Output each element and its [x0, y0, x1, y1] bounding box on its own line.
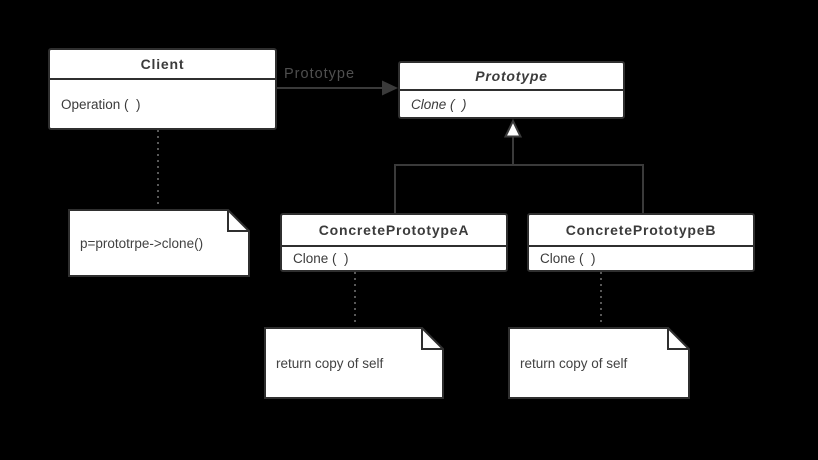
- note-text: p=prototrpe->clone(): [80, 235, 204, 251]
- note-fold-icon: [667, 327, 690, 350]
- note-outline: [508, 327, 690, 399]
- note-return-b: return copy of self: [508, 327, 690, 399]
- class-prototype: Prototype Clone ( ): [398, 61, 625, 119]
- note-outline: [68, 209, 250, 277]
- class-client: Client Operation ( ): [48, 48, 277, 130]
- note-text: return copy of self: [520, 355, 628, 371]
- note-outline: [264, 327, 444, 399]
- note-client: p=prototrpe->clone(): [68, 209, 250, 277]
- class-title: ConcretePrototypeB: [529, 215, 753, 247]
- note-shape: [508, 327, 690, 399]
- class-method: Operation ( ): [61, 96, 141, 112]
- class-concrete-prototype-a: ConcretePrototypeA Clone ( ): [280, 213, 508, 272]
- class-title: Client: [50, 50, 275, 80]
- note-fold-icon: [421, 327, 444, 350]
- note-shape: [264, 327, 444, 399]
- note-fold-icon: [227, 209, 250, 232]
- class-title: ConcretePrototypeA: [282, 215, 506, 247]
- class-method: Clone ( ): [293, 251, 349, 266]
- note-return-a: return copy of self: [264, 327, 444, 399]
- association-label: Prototype: [284, 66, 356, 82]
- note-shape: [68, 209, 250, 277]
- class-title: Prototype: [400, 63, 623, 91]
- inheritance-branch-line: [394, 164, 644, 213]
- class-concrete-prototype-b: ConcretePrototypeB Clone ( ): [527, 213, 755, 272]
- class-method: Clone ( ): [411, 96, 467, 112]
- note-text: return copy of self: [276, 355, 384, 371]
- inheritance-arrowhead-icon: [503, 118, 523, 138]
- association-arrowhead-icon: [382, 80, 398, 96]
- class-method: Clone ( ): [540, 251, 596, 266]
